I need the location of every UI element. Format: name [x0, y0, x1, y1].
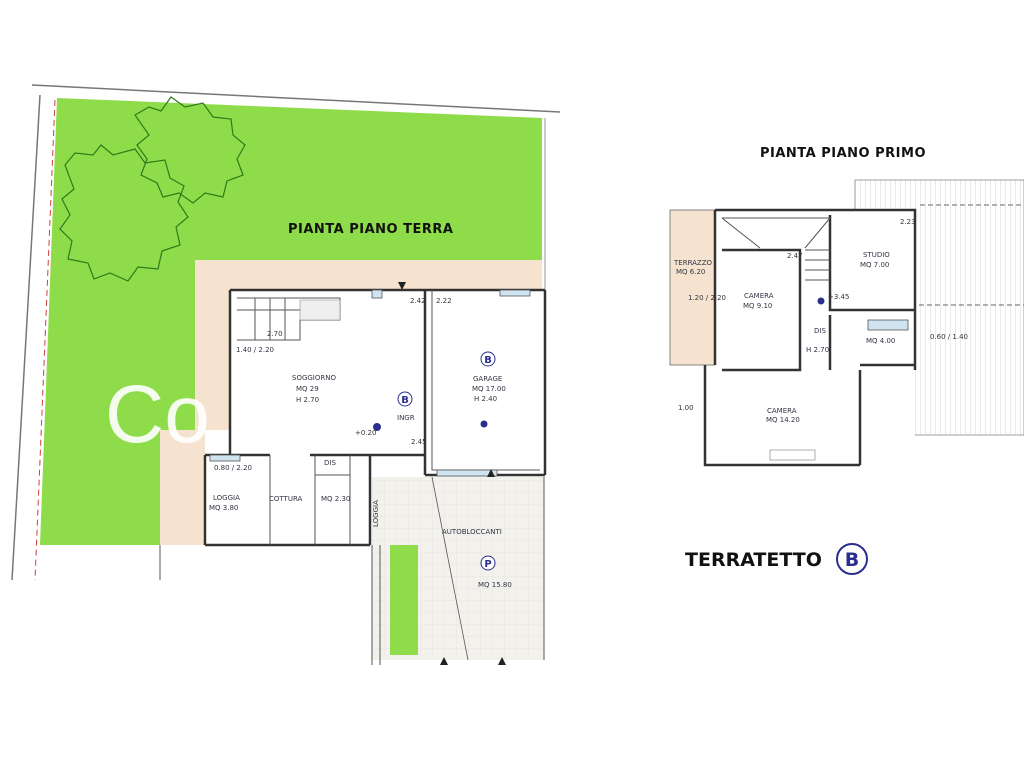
room-area-living: MQ 29 [296, 385, 319, 393]
unit-badge [836, 543, 868, 575]
dimension-label: 2.42 [410, 297, 426, 305]
parking-badge [480, 555, 496, 571]
unit-label: TERRATETTO [685, 549, 822, 571]
parking-badge-letter: P [484, 559, 491, 570]
tree-icon [59, 144, 189, 282]
tree-icon [134, 96, 246, 204]
green-strip [390, 545, 418, 655]
dimension-label: 0.60 / 1.40 [930, 333, 968, 341]
unit-badge-garage [480, 351, 496, 367]
room-area-bath: MQ 2.30 [321, 495, 350, 503]
dimension-label: 2.23 [900, 218, 916, 226]
room-label-living: SOGGIORNO [292, 374, 336, 382]
room-label-loggia-side: LOGGIA [372, 500, 380, 527]
room-label-entrance: INGR [397, 414, 415, 422]
property-line [34, 99, 56, 581]
room-label-loggia: LOGGIA [213, 494, 240, 502]
ground-floor-interior [230, 290, 545, 475]
dimension-label: 1.20 / 2.20 [688, 294, 726, 302]
room-label-bedroom2: CAMERA [767, 407, 797, 415]
watermark: Co [105, 369, 210, 460]
first-floor-title: PIANTA PIANO PRIMO [760, 146, 926, 161]
level-mark: +0.20 [355, 429, 376, 437]
room-area-bedroom1: MQ 9.10 [743, 302, 772, 310]
unit-badge-letter: B [401, 395, 409, 406]
room-height-living: H 2.70 [296, 396, 319, 404]
room-label-kitchen: COTTURA [269, 495, 303, 503]
unit-badge-small [397, 391, 413, 407]
room-label-dis: DIS [814, 327, 826, 335]
room-label-garage: GARAGE [473, 375, 502, 383]
room-label-study: STUDIO [863, 251, 890, 259]
level-marker-icon [480, 420, 488, 428]
room-area-garage: MQ 17.00 [472, 385, 506, 393]
unit-badge-letter: B [845, 549, 859, 571]
room-area-bedroom2: MQ 14.20 [766, 416, 800, 424]
terrace [669, 209, 716, 366]
dimension-label: 1.40 / 2.20 [236, 346, 274, 354]
level-marker-icon [817, 297, 825, 305]
room-label-terrace: TERRAZZO [673, 259, 713, 267]
parking-area: MQ 15.80 [478, 581, 512, 589]
staircase [721, 217, 831, 281]
room-height-dis: H 2.70 [806, 346, 829, 354]
dimension-label: 2.47 [787, 252, 803, 260]
level-marker-icon [373, 423, 381, 431]
room-label-bedroom1: CAMERA [744, 292, 774, 300]
dimension-label: 2.45 [411, 438, 427, 446]
room-label-dis: DIS [324, 459, 336, 467]
dimension-label: 2.22 [436, 297, 452, 305]
ground-floor-title: PIANTA PIANO TERRA [288, 222, 453, 237]
room-area-study: MQ 7.00 [860, 261, 889, 269]
room-area-loggia: MQ 3.80 [209, 504, 238, 512]
room-area-bath: MQ 4.00 [866, 337, 895, 345]
room-height-garage: H 2.40 [474, 395, 497, 403]
dimension-label: 1.00 [678, 404, 694, 412]
boundary-line-top [31, 84, 561, 113]
level-mark: +3.45 [828, 293, 849, 301]
paving-label: AUTOBLOCCANTI [442, 528, 502, 536]
boundary-line-left [11, 94, 41, 581]
dimension-label: 0.80 / 2.20 [214, 464, 252, 472]
room-area-terrace: MQ 6.20 [676, 268, 705, 276]
dimension-label: 2.70 [267, 330, 283, 338]
paved-border [160, 260, 542, 545]
unit-badge-letter: B [484, 355, 492, 366]
